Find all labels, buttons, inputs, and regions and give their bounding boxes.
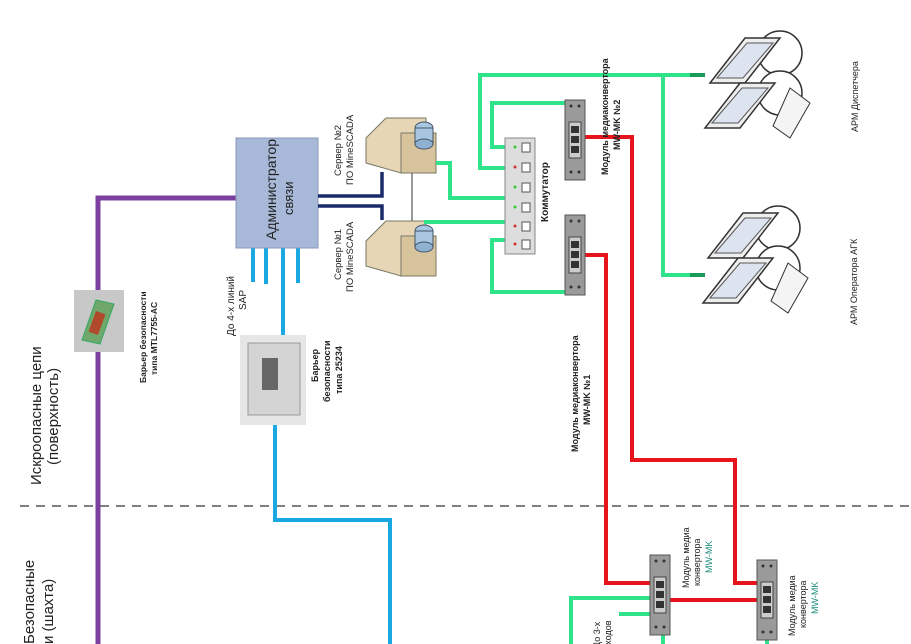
- media-converter-1[interactable]: [564, 214, 586, 296]
- mc4-label-1: Модуль медиа: [787, 575, 797, 636]
- zone-surface-label-2: (поверхность): [45, 368, 62, 465]
- purple-link: [95, 195, 236, 644]
- arm-operator-label: АРМ Оператора АГК: [849, 238, 859, 325]
- switch-label: Коммутатор: [540, 162, 551, 222]
- admin-label-1: Администратор: [263, 139, 279, 240]
- mc1-label-1: Модуль медиаконвертора: [570, 334, 580, 452]
- red-links: [585, 135, 758, 602]
- server-2-label-1: Сервер №2: [333, 125, 344, 176]
- switch-icon[interactable]: [504, 137, 536, 255]
- mc3-label-2: конвертора: [692, 538, 702, 586]
- media-converter-2[interactable]: [564, 99, 586, 181]
- barrier-25234-label-2: безопасности: [322, 340, 332, 402]
- barrier-mtl-label-2: типа MTL7755-AC: [149, 302, 159, 375]
- server-1-icon[interactable]: [365, 220, 437, 277]
- cyan-links: [251, 248, 392, 644]
- mc1-label-2: MW-MK №1: [582, 375, 592, 425]
- barrier-mtl-label-1: Барьер безопасности: [138, 291, 148, 383]
- green-links: [424, 73, 769, 644]
- outputs-label-1: До 3-х: [592, 621, 602, 644]
- mc4-label-2: конвертора: [798, 580, 808, 628]
- zone-mine-label-2: и (шахта): [40, 579, 57, 644]
- barrier-25234-label-1: Барьер: [310, 348, 320, 382]
- barrier-mtl-image: [74, 290, 124, 352]
- mc2-label-2: MW-MK №2: [612, 100, 622, 150]
- sap-label-2: SAP: [238, 290, 249, 310]
- arm-operator-computer-icon[interactable]: [702, 205, 809, 314]
- media-converter-4[interactable]: [756, 559, 778, 641]
- sap-label-1: До 4-х линий: [226, 276, 237, 336]
- server-1-label-1: Сервер №1: [333, 229, 344, 280]
- outputs-label-2: выходов: [603, 620, 613, 644]
- zone-surface-label-1: Искроопасные цепи: [28, 346, 45, 485]
- media-converter-3[interactable]: [649, 554, 671, 636]
- barrier-25234-image: [240, 335, 306, 425]
- arm-dispatcher-computer-icon[interactable]: [704, 30, 811, 139]
- mc3-label-3: MW-MK: [704, 541, 714, 573]
- zone-mine-label-1: Безопасные: [21, 560, 38, 644]
- navy-links: [318, 172, 384, 220]
- arm-dispatcher-label: АРМ Диспетчера: [850, 61, 860, 132]
- admin-label-2: связи: [281, 181, 296, 215]
- mc3-label-1: Модуль медиа: [681, 527, 691, 588]
- mc2-label-1: Модуль медиаконвертора: [600, 57, 610, 175]
- admin-box[interactable]: [235, 137, 319, 249]
- barrier-25234-label-3: типа 25234: [334, 346, 344, 394]
- server-2-icon[interactable]: [365, 117, 437, 174]
- server-2-label-2: ПО MineSCADA: [345, 114, 356, 185]
- server-1-label-2: ПО MineSCADA: [345, 221, 356, 292]
- mc4-label-3: MW-MK: [810, 582, 820, 614]
